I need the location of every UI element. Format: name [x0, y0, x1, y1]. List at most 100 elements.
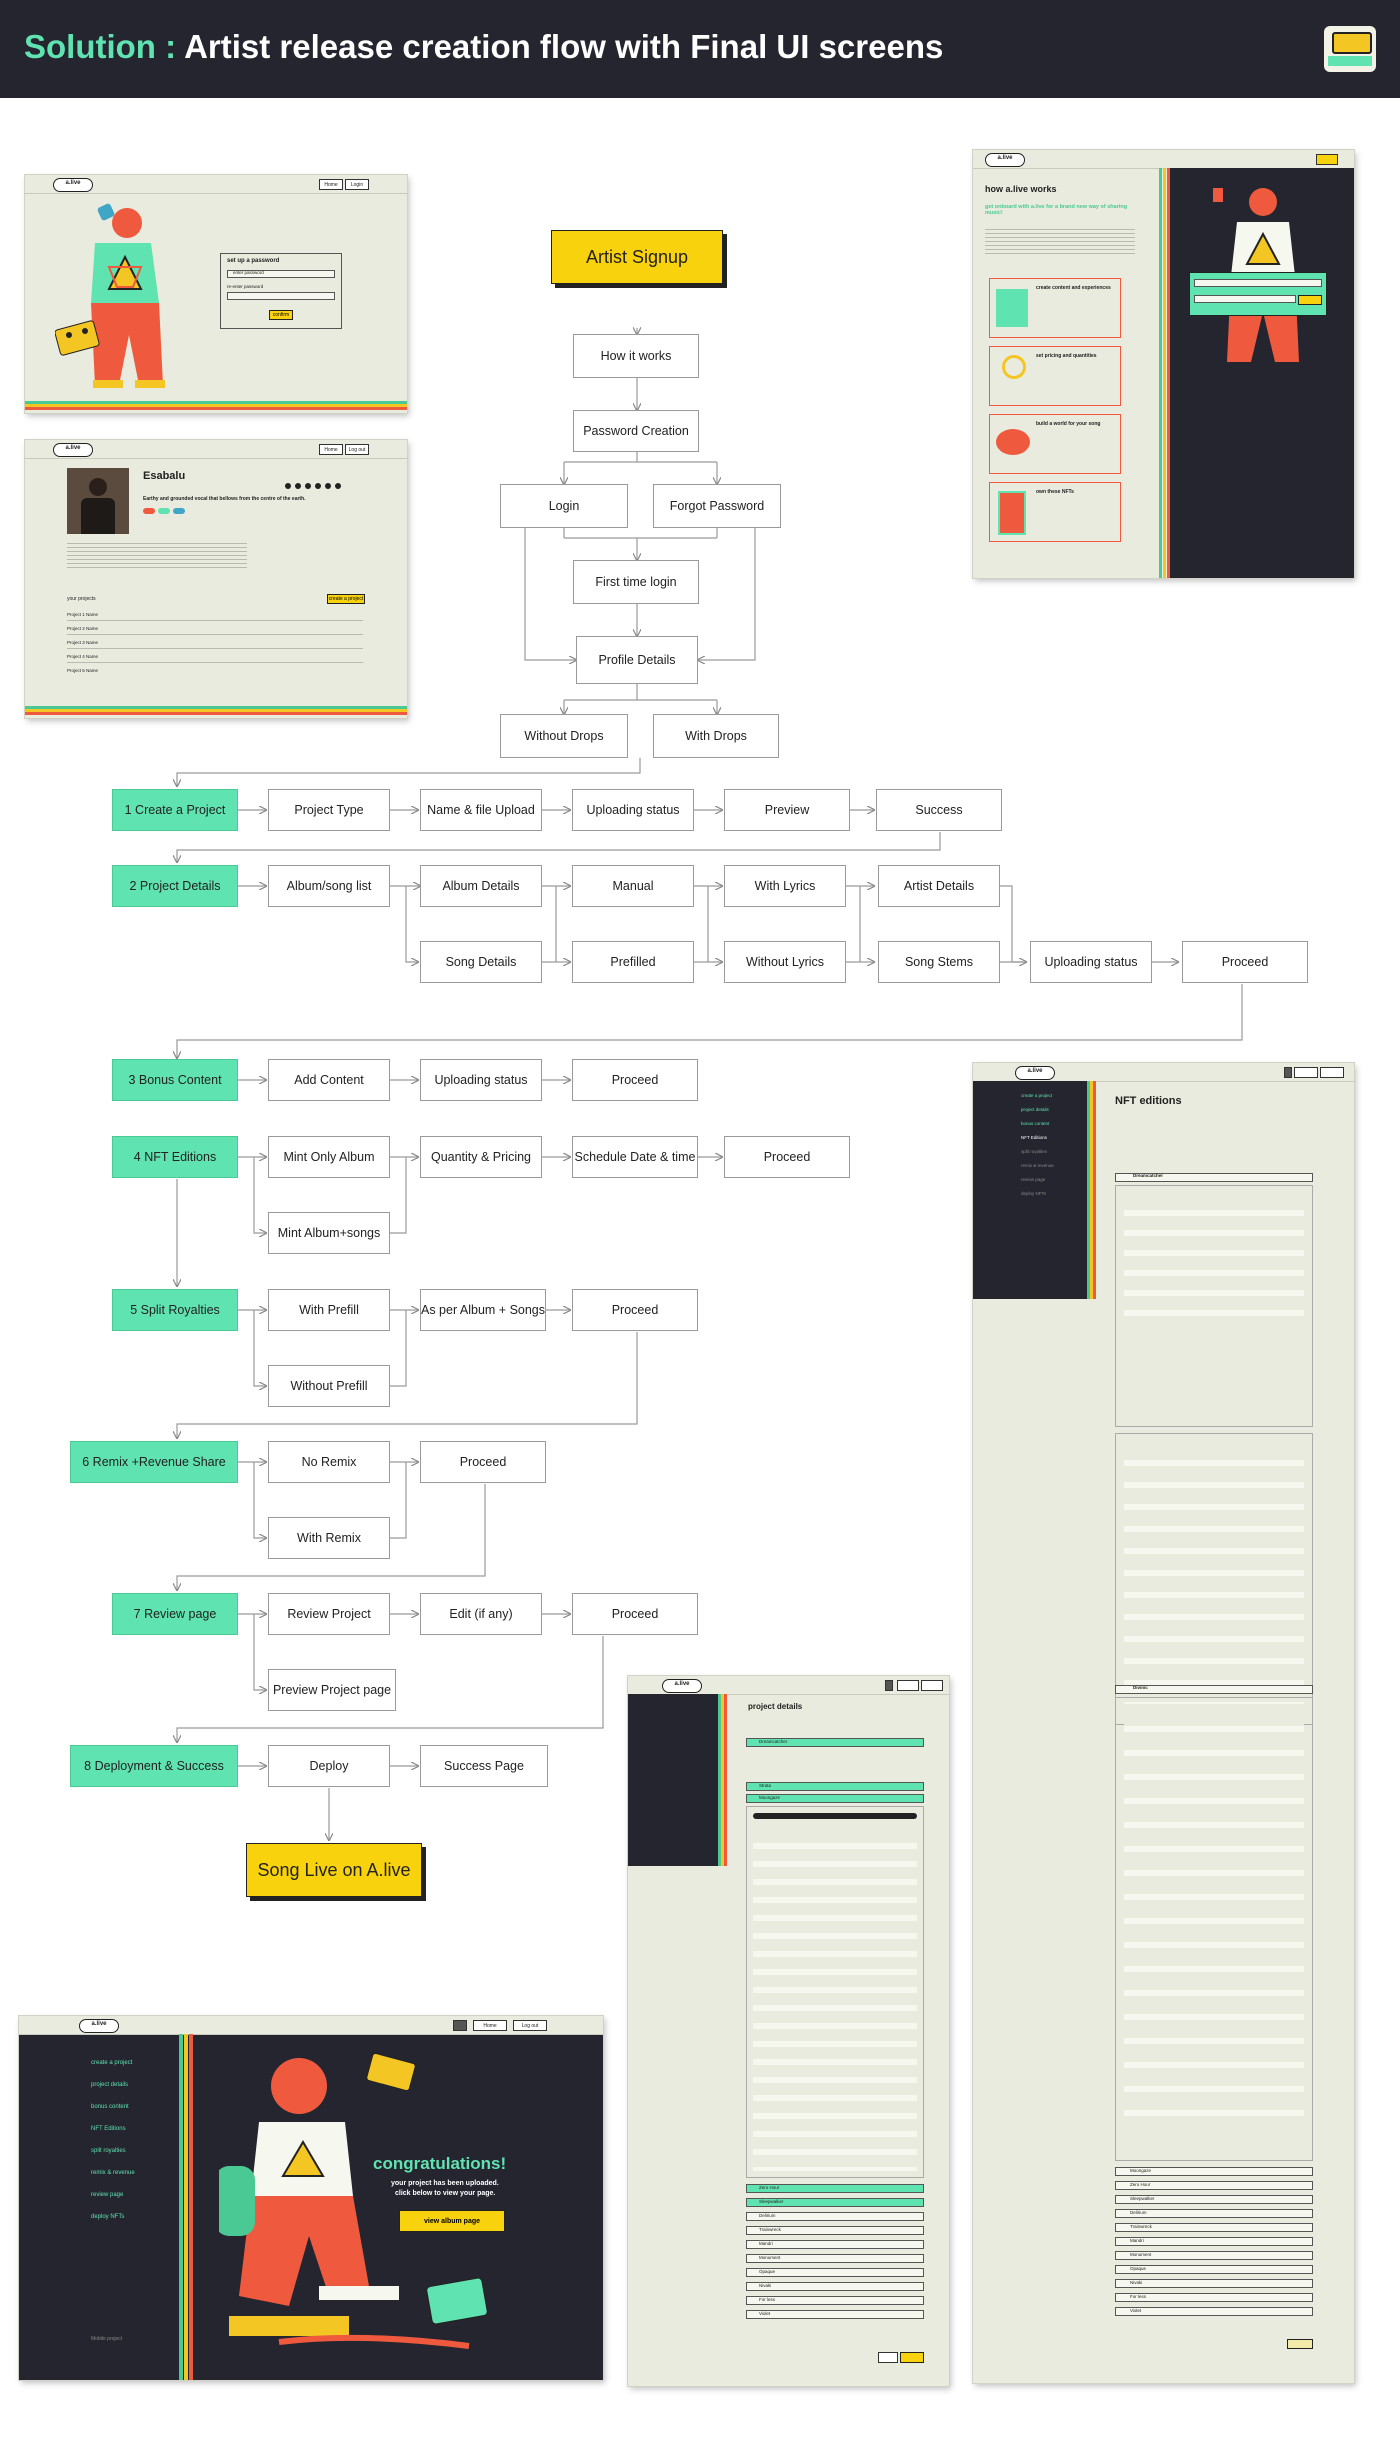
- genre-tag: [173, 508, 185, 514]
- nav-logout-button[interactable]: [1320, 1067, 1344, 1078]
- song-row[interactable]: Mandri: [1115, 2237, 1313, 2246]
- avatar[interactable]: [1284, 1067, 1292, 1078]
- sidebar-item[interactable]: bonus content: [91, 2104, 129, 2110]
- sidebar-item[interactable]: split royalties: [91, 2148, 126, 2154]
- nav-logout-button[interactable]: Log out: [345, 444, 369, 455]
- sidebar-item[interactable]: project details: [91, 2082, 129, 2088]
- profile-screen: a.live Home Log out Esabalu Earthy and g…: [25, 440, 407, 718]
- proceed-6-node: Proceed: [420, 1441, 546, 1483]
- repassword-field[interactable]: [227, 292, 335, 300]
- project-type-node: Project Type: [268, 789, 390, 831]
- sidebar-item[interactable]: project details: [1021, 1107, 1049, 1112]
- nav-logout-button[interactable]: Log out: [513, 2020, 547, 2031]
- project-row[interactable]: Project 5 Name: [67, 668, 99, 673]
- sidebar-item[interactable]: NFT Editions: [91, 2126, 126, 2132]
- proceed-button[interactable]: [900, 2352, 924, 2363]
- song-row[interactable]: For less: [1115, 2293, 1313, 2302]
- song-name: Divinic: [1133, 1685, 1148, 1690]
- artist-details-node: Artist Details: [878, 865, 1000, 907]
- page-title: Solution : Artist release creation flow …: [24, 28, 943, 66]
- song-row[interactable]: For less: [746, 2296, 924, 2305]
- nav-login-button[interactable]: Login: [345, 179, 369, 190]
- song-row[interactable]: Sleepwalker: [746, 2198, 924, 2207]
- login-node: Login: [500, 484, 628, 528]
- password-field[interactable]: [227, 270, 335, 278]
- project-row[interactable]: Project 1 Name: [67, 612, 99, 617]
- project-row[interactable]: Project 3 Name: [67, 640, 99, 645]
- submit-button[interactable]: [1298, 295, 1322, 305]
- nav-logout-button[interactable]: [921, 1680, 943, 1691]
- artist-signup-node: Artist Signup: [551, 230, 723, 284]
- sidebar-item[interactable]: review page: [91, 2192, 124, 2198]
- song-row[interactable]: Delirium: [746, 2212, 924, 2221]
- song-row[interactable]: [1115, 1685, 1313, 1694]
- song-row[interactable]: Trainwreck: [746, 2226, 924, 2235]
- song-row[interactable]: Nivaki: [746, 2282, 924, 2291]
- song-row[interactable]: Trainwreck: [1115, 2223, 1313, 2232]
- password-heading: set up a password: [227, 258, 280, 264]
- sidebar-item[interactable]: deploy NFTs: [91, 2214, 125, 2220]
- proceed-button[interactable]: [1287, 2339, 1313, 2349]
- song-row[interactable]: Zero Hour: [746, 2184, 924, 2193]
- song-row[interactable]: Sleepwalker: [1115, 2195, 1313, 2204]
- alive-logo: a.live: [1015, 1066, 1055, 1080]
- projects-label: your projects: [67, 596, 96, 602]
- step4-nft-editions: 4 NFT Editions: [112, 1136, 238, 1178]
- avatar[interactable]: [885, 1680, 893, 1691]
- step7-review-page: 7 Review page: [112, 1593, 238, 1635]
- song-row[interactable]: Opaque: [1115, 2265, 1313, 2274]
- song-row[interactable]: Delirium: [1115, 2209, 1313, 2218]
- sidebar-item[interactable]: review page: [1021, 1177, 1046, 1182]
- sidebar-item[interactable]: NFT Editions: [1021, 1135, 1047, 1140]
- view-album-button[interactable]: view album page: [399, 2210, 505, 2232]
- sidebar-item[interactable]: deploy NFTs: [1021, 1191, 1047, 1196]
- song-row[interactable]: Zero Hour: [1115, 2181, 1313, 2190]
- nav-home-button[interactable]: [1294, 1067, 1318, 1078]
- how-it-works-screen: a.live how a.live works get onboard with…: [973, 150, 1354, 578]
- details-title: project details: [748, 1702, 803, 1711]
- avatar[interactable]: [453, 2020, 467, 2031]
- song-row[interactable]: Mandri: [746, 2240, 924, 2249]
- back-button[interactable]: [878, 2352, 898, 2363]
- preview-node: Preview: [724, 789, 850, 831]
- password-field-label: enter password: [233, 270, 264, 275]
- alive-logo: a.live: [985, 153, 1025, 167]
- song-row[interactable]: Opaque: [746, 2268, 924, 2277]
- confirm-button[interactable]: confirm: [269, 310, 293, 320]
- proceed-2-node: Proceed: [1182, 941, 1308, 983]
- edition-features-form: [1115, 1433, 1313, 1725]
- nav-home-button[interactable]: Home: [319, 444, 343, 455]
- mint-album-songs-node: Mint Album+songs: [268, 1212, 390, 1254]
- song-row[interactable]: Violet: [746, 2310, 924, 2319]
- project-row[interactable]: Project 2 Name: [67, 626, 99, 631]
- create-project-button[interactable]: create a project: [327, 594, 365, 604]
- album-row[interactable]: Dreamcatcher: [746, 1738, 924, 1747]
- footer-text: Mobile project: [91, 2336, 123, 2342]
- song-row[interactable]: Violet: [1115, 2307, 1313, 2316]
- repassword-label: re-enter password: [227, 284, 264, 289]
- album-row[interactable]: [1115, 1173, 1313, 1182]
- sidebar-item[interactable]: create a project: [91, 2060, 133, 2066]
- sidebar-item[interactable]: split royalties: [1021, 1149, 1048, 1154]
- nav-home-button[interactable]: [897, 1680, 919, 1691]
- song-row[interactable]: Moongaze: [746, 1794, 924, 1803]
- sidebar-item[interactable]: create a project: [1021, 1093, 1053, 1098]
- song-row[interactable]: Strata: [746, 1782, 924, 1791]
- deploy-node: Deploy: [268, 1745, 390, 1787]
- song-row[interactable]: Moongaze: [1115, 2167, 1313, 2176]
- song-row[interactable]: Nivaki: [1115, 2279, 1313, 2288]
- signup-button[interactable]: [1316, 154, 1338, 165]
- artist-bio: [67, 540, 247, 570]
- project-row[interactable]: Project 4 Name: [67, 654, 99, 659]
- sidebar-item[interactable]: remix & revenue: [91, 2170, 135, 2176]
- email-confirm-field[interactable]: [1194, 295, 1296, 303]
- sidebar-item[interactable]: remix & revenue: [1021, 1163, 1054, 1168]
- song-row[interactable]: Monument: [1115, 2251, 1313, 2260]
- nav-home-button[interactable]: Home: [473, 2020, 507, 2031]
- sidebar-item[interactable]: bonus content: [1021, 1121, 1050, 1126]
- how-card: own these NFTs: [989, 482, 1121, 542]
- song-row[interactable]: Monument: [746, 2254, 924, 2263]
- email-field[interactable]: [1194, 279, 1322, 287]
- nav-home-button[interactable]: Home: [319, 179, 343, 190]
